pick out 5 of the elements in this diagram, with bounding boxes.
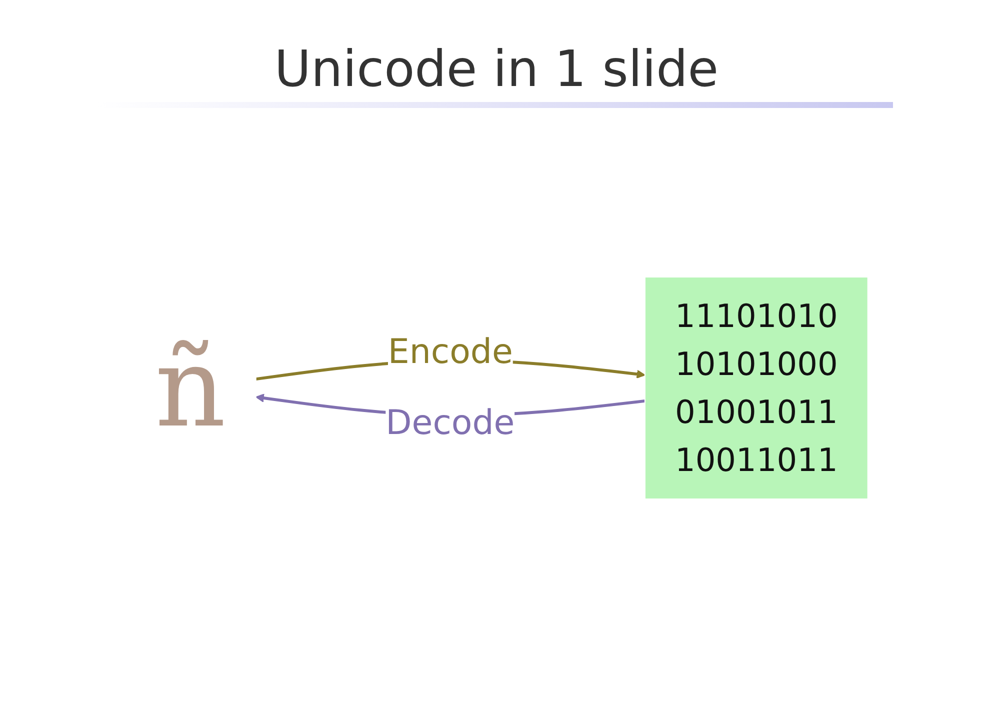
node-box: 11101010 10101000 01001011 10011011 [644,276,868,500]
edge-label: Decode [386,402,515,443]
title: Unicode in 1 slide [273,40,720,98]
edge-label: Encode [388,332,513,372]
node-text: ñ [155,324,226,452]
